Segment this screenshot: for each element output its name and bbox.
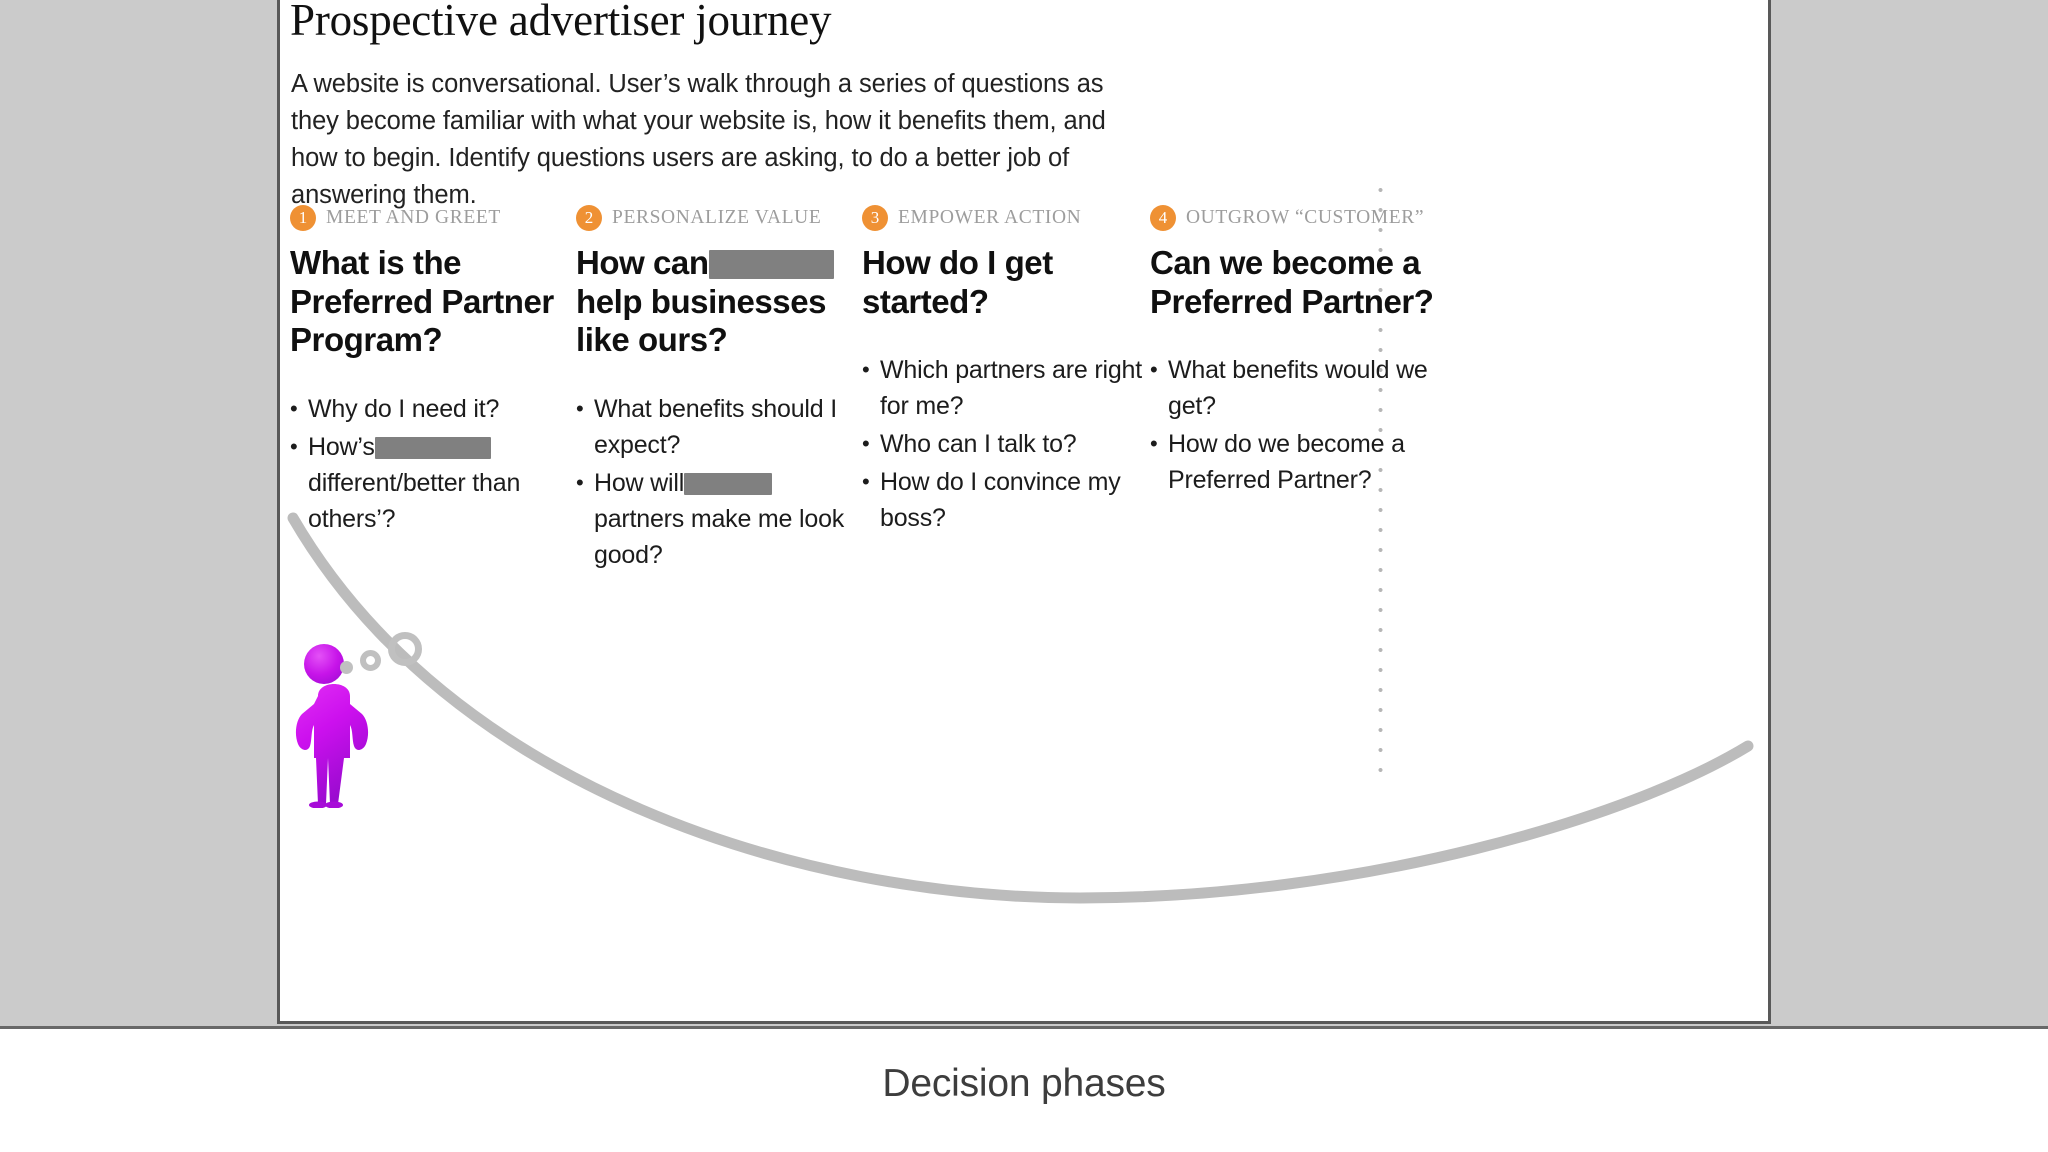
list-item: How’s different/better than others’? [290,429,590,537]
list-item: Which partners are right for me? [862,352,1142,424]
phase-label-row: 4 OUTGROW “CUSTOMER” [1150,203,1470,233]
list-item: Who can I talk to? [862,426,1142,462]
footer-divider [0,1026,2048,1029]
phase-question-text: Can we become a Preferred Partner? [1150,244,1434,320]
phase-column-4: 4 OUTGROW “CUSTOMER” Can we become a Pre… [1150,203,1470,500]
slide-card: Prospective advertiser journey A website… [277,0,1771,1024]
redaction-block [374,436,491,459]
bullet-text-after: different/better than others’? [308,468,521,533]
phase-label-row: 3 EMPOWER ACTION [862,203,1142,233]
phase-label-row: 1 MEET AND GREET [290,203,590,233]
person-icon [295,644,369,809]
phase-question-text: What is the Preferred Partner Program? [290,244,554,358]
phase-question-text-after: help businesses like ours? [576,282,827,359]
phase-question-text: How can [576,244,709,281]
bullet-text: How’s [308,432,375,461]
bullet-text: How do we become a Preferred Partner? [1168,430,1405,494]
list-item: How do I convince my boss? [862,464,1142,536]
intro-paragraph: A website is conversational. User’s walk… [291,70,1106,209]
phase-question: What is the Preferred Partner Program? [290,244,590,360]
page-title: Prospective advertiser journey [290,0,832,45]
thought-bubble-small-icon [340,661,353,674]
bullet-text: What benefits should I expect? [594,394,837,459]
list-item: How do we become a Preferred Partner? [1150,426,1470,498]
phase-number-badge: 3 [862,205,888,231]
list-item: Why do I need it? [290,391,590,427]
bullet-text: Why do I need it? [308,394,500,423]
thinker-figure [290,608,490,809]
bullet-text: How will [594,468,685,497]
phase-bullet-list: Which partners are right for me? Who can… [862,352,1142,536]
phase-number-badge: 2 [576,205,602,231]
phase-question: How can help businesses like ours? [576,244,876,360]
phase-name: PERSONALIZE VALUE [612,207,822,228]
phase-name: MEET AND GREET [326,207,501,228]
bullet-text: What benefits would we get? [1168,356,1428,420]
phase-question: Can we become a Preferred Partner? [1150,244,1470,321]
bullet-text: How do I convince my boss? [880,468,1121,532]
list-item: What benefits would we get? [1150,352,1470,424]
bullet-text-after: partners make me look good? [594,504,845,569]
phase-label-row: 2 PERSONALIZE VALUE [576,203,876,233]
phase-name: EMPOWER ACTION [898,207,1082,228]
phase-bullet-list: What benefits would we get? How do we be… [1150,352,1470,498]
phase-column-1: 1 MEET AND GREET What is the Preferred P… [290,203,590,539]
footer-caption: Decision phases [882,1062,1166,1105]
redaction-block [708,250,834,279]
phase-question-text: How do I get started? [862,244,1053,320]
thought-bubble-medium-icon [360,650,381,671]
phase-bullet-list: Why do I need it? How’s different/better … [290,391,590,537]
redaction-block [684,472,773,495]
list-item: What benefits should I expect? [576,391,876,463]
thought-bubble-large-icon [388,632,422,666]
phase-column-3: 3 EMPOWER ACTION How do I get started? W… [862,203,1142,538]
bullet-text: Which partners are right for me? [880,356,1142,420]
phase-bullet-list: What benefits should I expect? How will … [576,391,876,573]
phase-column-2: 2 PERSONALIZE VALUE How can help busines… [576,203,876,575]
phase-number-badge: 1 [290,205,316,231]
phase-question: How do I get started? [862,244,1142,321]
phase-name: OUTGROW “CUSTOMER” [1186,207,1425,228]
list-item: How will partners make me look good? [576,465,876,573]
bullet-text: Who can I talk to? [880,430,1077,458]
phase-number-badge: 4 [1150,205,1176,231]
